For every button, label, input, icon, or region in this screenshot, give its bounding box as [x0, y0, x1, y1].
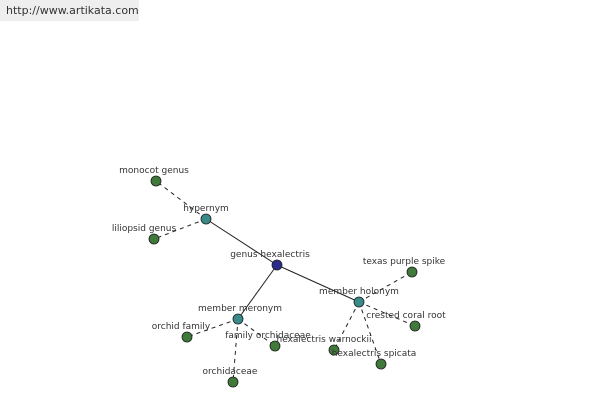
- graph-labels: genus hexalectris hypernym member meronym m…: [112, 166, 446, 377]
- node-label-member-holonym: member holonym: [319, 287, 399, 297]
- node-hexalectris-warnockii[interactable]: [328, 344, 340, 356]
- node-label-crested-coral-root: crested coral root: [366, 311, 446, 321]
- node-member-meronym[interactable]: [232, 313, 244, 325]
- node-label-genus-hexalectris: genus hexalectris: [230, 250, 310, 260]
- node-label-hypernym: hypernym: [183, 204, 229, 214]
- edge-member-holonym-crested-coral-root: [358, 301, 416, 327]
- node-label-hexalectris-warnockii: hexalectris warnockii: [277, 335, 372, 345]
- node-label-member-meronym: member meronym: [198, 304, 282, 314]
- edge-member-holonym-hexalectris-spicata: [358, 301, 382, 365]
- node-orchidaceae[interactable]: [227, 376, 239, 388]
- node-label-monocot-genus: monocot genus: [119, 166, 189, 176]
- edge-member-holonym-texas-purple-spike: [358, 271, 413, 303]
- edge-hypernym-liliopsid-genus: [153, 218, 207, 240]
- node-label-hexalectris-spicata: hexalectris spicata: [332, 349, 417, 359]
- edge-genus-hexalectris-hypernym: [205, 218, 278, 266]
- node-label-orchid-family: orchid family: [152, 322, 211, 332]
- node-label-texas-purple-spike: texas purple spike: [363, 257, 446, 267]
- node-member-holonym[interactable]: [353, 296, 365, 308]
- node-texas-purple-spike[interactable]: [406, 266, 418, 278]
- edge-genus-hexalectris-member-holonym: [276, 264, 360, 303]
- graph-edges: [153, 180, 416, 383]
- node-genus-hexalectris[interactable]: [271, 259, 283, 271]
- node-label-orchidaceae: orchidaceae: [203, 367, 258, 377]
- edge-member-meronym-orchidaceae: [232, 318, 239, 383]
- node-label-liliopsid-genus: liliopsid genus: [112, 224, 177, 234]
- node-monocot-genus[interactable]: [150, 175, 162, 187]
- node-crested-coral-root[interactable]: [409, 320, 421, 332]
- node-family-orchidaceae[interactable]: [269, 340, 281, 352]
- node-liliopsid-genus[interactable]: [148, 233, 160, 245]
- node-orchid-family[interactable]: [181, 331, 193, 343]
- edge-member-meronym-orchid-family: [186, 318, 239, 338]
- source-url-link[interactable]: http://www.artikata.com: [0, 0, 139, 21]
- node-hexalectris-spicata[interactable]: [375, 358, 387, 370]
- edge-member-holonym-hexalectris-warnockii: [333, 301, 360, 351]
- edge-hypernym-monocot-genus: [155, 180, 207, 220]
- edge-genus-hexalectris-member-meronym: [237, 264, 278, 320]
- graph-nodes: [148, 175, 421, 388]
- node-label-family-orchidaceae: family orchidaceae: [225, 331, 311, 341]
- node-hypernym[interactable]: [200, 213, 212, 225]
